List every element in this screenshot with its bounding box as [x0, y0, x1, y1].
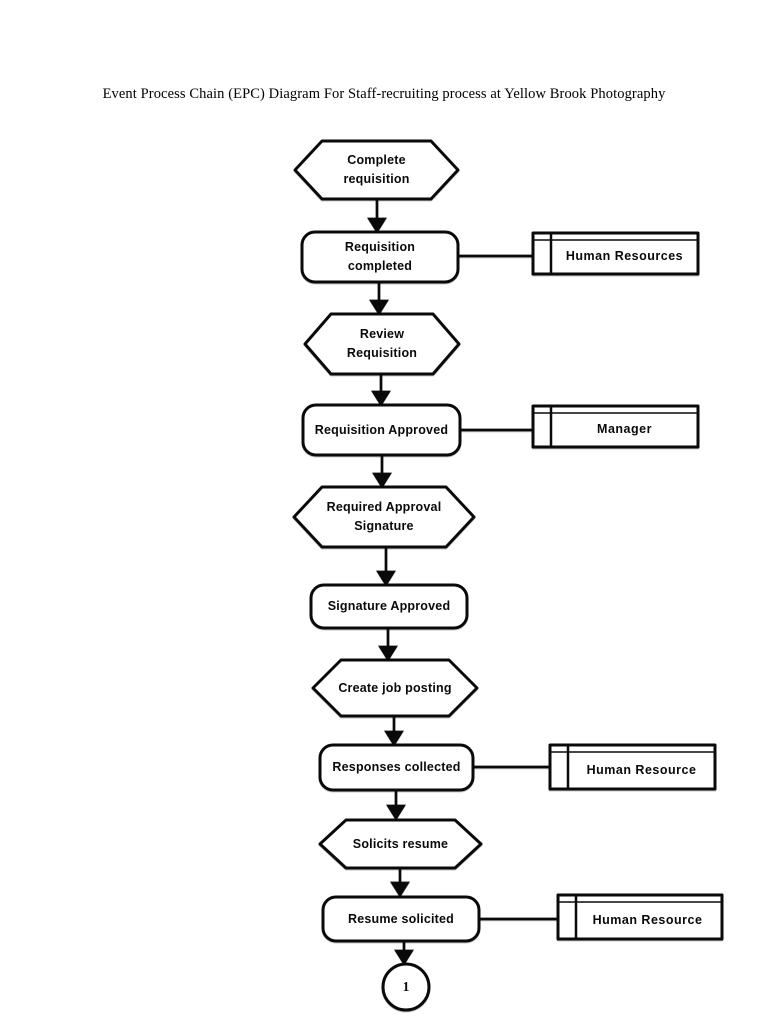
offpage-connector-circle	[381, 962, 431, 1012]
arrow-head-icon	[371, 390, 391, 407]
page-title: Event Process Chain (EPC) Diagram For St…	[102, 86, 666, 102]
event-requisition-approved	[301, 403, 462, 457]
arrow-head-icon	[394, 949, 414, 966]
event-signature-approved	[309, 583, 469, 630]
arrow-head-icon	[384, 730, 404, 747]
arrow-head-icon	[378, 645, 398, 662]
hexagon-solicits-resume	[318, 818, 483, 870]
org-connector-lines	[458, 254, 558, 921]
event-requisition-completed	[300, 230, 460, 284]
arrow-head-icon	[386, 804, 406, 821]
org-unit-detail-lines	[534, 234, 721, 938]
arrow-head-icon	[367, 217, 387, 234]
hexagon-required-approval-signature	[292, 485, 476, 549]
arrow-head-icon	[390, 881, 410, 898]
org-unit-human-resources	[531, 231, 700, 276]
org-unit-manager	[531, 404, 700, 449]
arrow-head-icon	[369, 299, 389, 316]
hexagon-create-job-posting	[311, 658, 479, 718]
hexagon-review-requisition	[303, 312, 461, 376]
arrow-head-icon	[376, 570, 396, 587]
hexagon-complete-requisition	[293, 139, 460, 201]
flow-arrows	[367, 199, 414, 966]
event-resume-solicited	[321, 895, 481, 943]
event-responses-collected	[318, 743, 475, 792]
arrow-head-icon	[372, 472, 392, 489]
